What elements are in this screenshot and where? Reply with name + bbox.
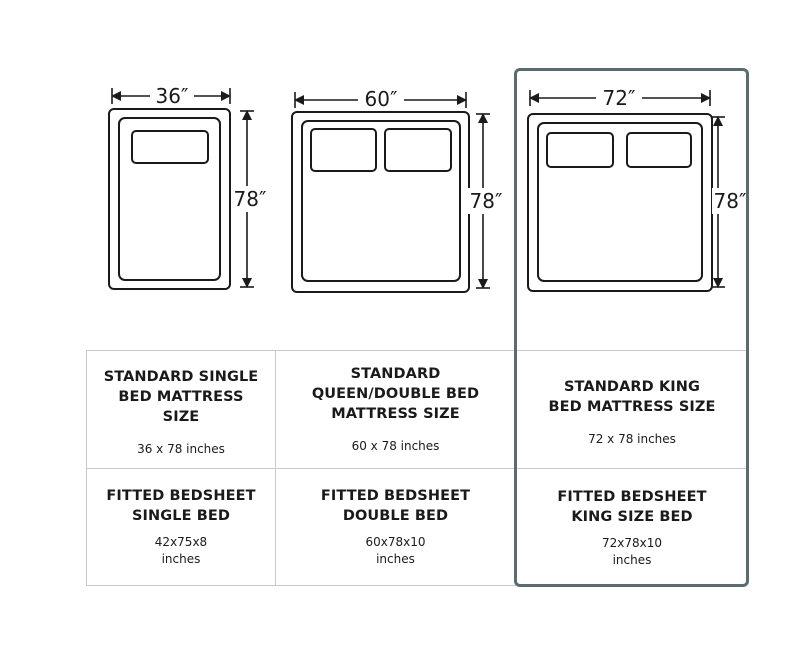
double-sheet-cell: FITTED BEDSHEET DOUBLE BED 60x78x10 inch… bbox=[276, 469, 516, 586]
single-bed-frame bbox=[108, 108, 231, 290]
king-length-label: 78″ bbox=[714, 189, 747, 213]
double-mattress bbox=[301, 120, 461, 282]
single-mattress-cell: STANDARD SINGLE BED MATTRESS SIZE 36 x 7… bbox=[86, 350, 276, 469]
single-pillow bbox=[131, 130, 209, 164]
double-bed-frame bbox=[291, 111, 470, 293]
king-mattress-size: 72 x 78 inches bbox=[588, 432, 676, 446]
single-width-label: 36″ bbox=[156, 84, 189, 108]
king-mattress-title: STANDARD KING BED MATTRESS SIZE bbox=[548, 379, 716, 415]
single-sheet-cell: FITTED BEDSHEET SINGLE BED 42x75x8 inche… bbox=[86, 469, 276, 586]
single-bed: 36″ 78″ bbox=[108, 84, 268, 290]
bed-diagram: 36″ 78″ 60″ 78″ 72″ bbox=[108, 84, 748, 293]
double-pillow-left bbox=[310, 128, 377, 172]
king-width-label: 72″ bbox=[603, 86, 636, 110]
king-bed: 72″ 78″ bbox=[527, 86, 748, 292]
single-mattress-title: STANDARD SINGLE BED MATTRESS SIZE bbox=[103, 369, 259, 425]
single-sheet-size: 42x75x8 inches bbox=[154, 535, 208, 566]
king-mattress bbox=[537, 122, 703, 282]
single-length-label: 78″ bbox=[234, 187, 267, 211]
king-pillow-right bbox=[626, 132, 692, 168]
single-mattress bbox=[118, 117, 221, 281]
double-sheet-size: 60x78x10 inches bbox=[365, 535, 426, 566]
king-pillow-left bbox=[546, 132, 614, 168]
king-sheet-size: 72x78x10 inches bbox=[601, 535, 662, 567]
double-mattress-cell: STANDARD QUEEN/DOUBLE BED MATTRESS SIZE … bbox=[276, 350, 516, 469]
double-length-label: 78″ bbox=[470, 189, 503, 213]
double-mattress-title: STANDARD QUEEN/DOUBLE BED MATTRESS SIZE bbox=[311, 366, 480, 422]
double-width-label: 60″ bbox=[365, 87, 398, 111]
king-bed-frame bbox=[527, 113, 713, 292]
king-mattress-cell: STANDARD KING BED MATTRESS SIZE 72 x 78 … bbox=[516, 350, 748, 469]
double-mattress-size: 60 x 78 inches bbox=[351, 439, 440, 453]
king-sheet-title: FITTED BEDSHEET KING SIZE BED bbox=[557, 488, 707, 525]
double-bed: 60″ 78″ bbox=[291, 87, 504, 293]
single-mattress-size: 36 x 78 inches bbox=[137, 442, 225, 456]
size-table: STANDARD SINGLE BED MATTRESS SIZE 36 x 7… bbox=[86, 350, 748, 586]
king-sheet-cell: FITTED BEDSHEET KING SIZE BED 72x78x10 i… bbox=[516, 469, 748, 586]
double-sheet-title: FITTED BEDSHEET DOUBLE BED bbox=[320, 488, 471, 524]
single-sheet-title: FITTED BEDSHEET SINGLE BED bbox=[106, 488, 256, 524]
double-pillow-right bbox=[384, 128, 452, 172]
